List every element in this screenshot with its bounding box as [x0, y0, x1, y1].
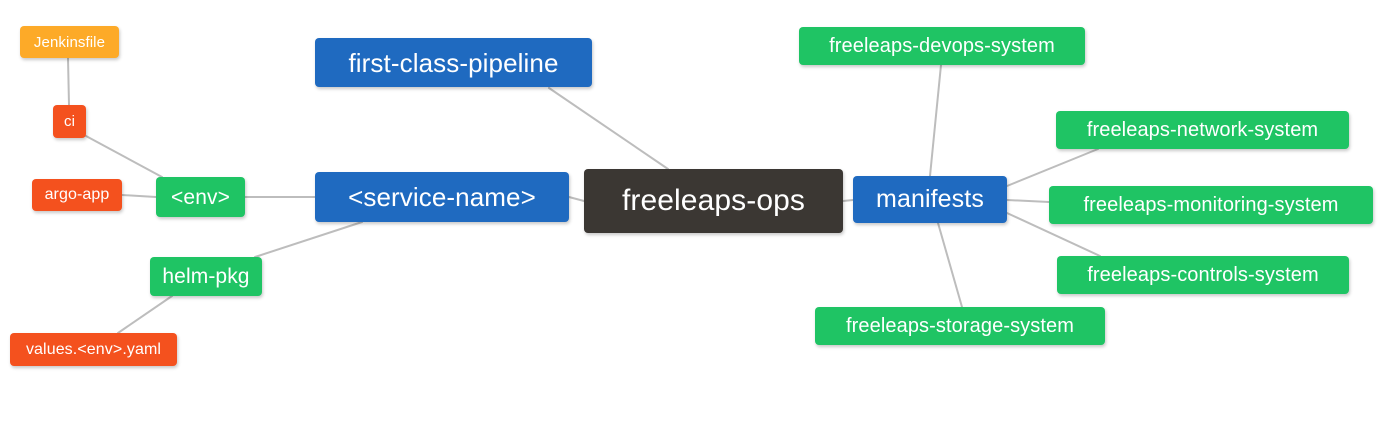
node-manifests[interactable]: manifests	[853, 176, 1007, 223]
node-label-freeleaps-ops: freeleaps-ops	[621, 184, 806, 217]
node-freeleaps-devops-system[interactable]: freeleaps-devops-system	[799, 27, 1085, 65]
edge-first-class-pipeline-to-freeleaps-ops	[548, 87, 669, 170]
node-label-first-class-pipeline: first-class-pipeline	[348, 47, 559, 78]
node-label-freeleaps-devops-system: freeleaps-devops-system	[829, 35, 1055, 57]
node-env[interactable]: <env>	[156, 177, 245, 217]
node-label-freeleaps-controls-system: freeleaps-controls-system	[1087, 264, 1319, 286]
node-first-class-pipeline[interactable]: first-class-pipeline	[315, 38, 592, 87]
node-values-env-yaml[interactable]: values.<env>.yaml	[10, 333, 177, 366]
node-label-freeleaps-network-system: freeleaps-network-system	[1086, 119, 1319, 141]
edge-ci-to-env	[85, 135, 163, 178]
node-label-service-name: <service-name>	[348, 182, 536, 212]
node-label-manifests: manifests	[876, 185, 984, 213]
node-service-name[interactable]: <service-name>	[315, 172, 569, 222]
edge-helm-pkg-to-service-name	[254, 221, 363, 258]
node-freeleaps-ops[interactable]: freeleaps-ops	[584, 169, 843, 233]
edge-service-name-to-freeleaps-ops	[568, 196, 585, 202]
edge-manifests-to-freeleaps-network-system	[1006, 148, 1099, 187]
node-label-freeleaps-monitoring-system: freeleaps-monitoring-system	[1083, 194, 1339, 216]
edge-manifests-to-freeleaps-devops-system	[929, 64, 942, 177]
node-label-jenkinsfile: Jenkinsfile	[33, 33, 106, 51]
edge-values-env-yaml-to-helm-pkg	[117, 295, 173, 334]
edge-argo-app-to-env	[121, 194, 157, 198]
edge-manifests-to-freeleaps-controls-system	[1006, 212, 1101, 257]
node-helm-pkg[interactable]: helm-pkg	[150, 257, 262, 296]
node-label-values-env-yaml: values.<env>.yaml	[25, 340, 162, 358]
node-label-env: <env>	[171, 185, 230, 209]
node-label-helm-pkg: helm-pkg	[162, 265, 250, 288]
node-freeleaps-network-system[interactable]: freeleaps-network-system	[1056, 111, 1349, 149]
node-freeleaps-monitoring-system[interactable]: freeleaps-monitoring-system	[1049, 186, 1373, 224]
edge-manifests-to-freeleaps-monitoring-system	[1006, 199, 1050, 203]
node-argo-app[interactable]: argo-app	[32, 179, 122, 211]
edge-manifests-to-freeleaps-storage-system	[937, 222, 963, 308]
node-label-freeleaps-storage-system: freeleaps-storage-system	[845, 315, 1075, 337]
node-label-ci: ci	[63, 113, 76, 130]
node-jenkinsfile[interactable]: Jenkinsfile	[20, 26, 119, 58]
node-label-argo-app: argo-app	[44, 186, 110, 203]
node-ci[interactable]: ci	[53, 105, 86, 138]
node-freeleaps-controls-system[interactable]: freeleaps-controls-system	[1057, 256, 1349, 294]
edge-freeleaps-ops-to-manifests	[842, 199, 854, 202]
node-freeleaps-storage-system[interactable]: freeleaps-storage-system	[815, 307, 1105, 345]
edge-jenkinsfile-to-ci	[67, 57, 70, 106]
